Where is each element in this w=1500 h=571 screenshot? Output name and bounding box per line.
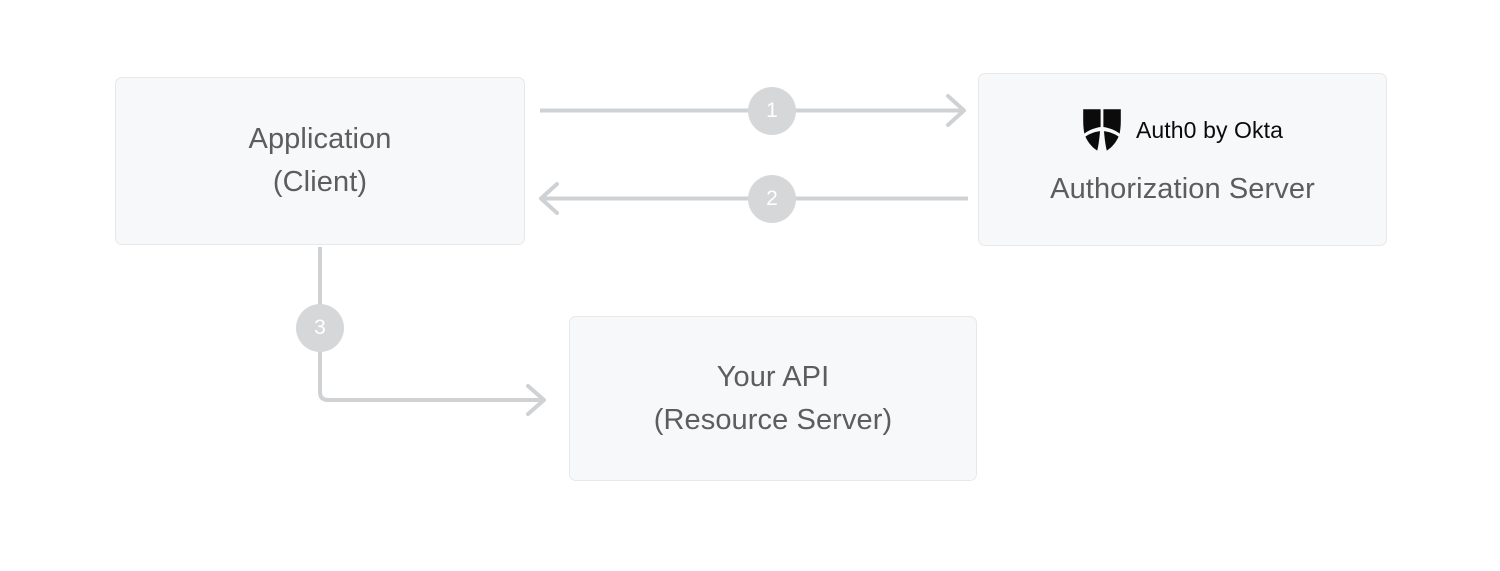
node-your-api-line-2: (Resource Server)	[653, 403, 893, 436]
node-authorization-server[interactable]: Auth0 by Okta Authorization Server	[978, 73, 1387, 246]
arrowhead-right-icon	[946, 94, 966, 127]
node-your-api-line-1: Your API	[716, 360, 830, 393]
step-badge-3[interactable]: 3	[296, 304, 344, 352]
node-your-api[interactable]: Your API (Resource Server)	[569, 316, 977, 481]
node-application-line-1: Application	[248, 123, 392, 155]
connector-app-to-api	[318, 247, 546, 416]
arrowhead-left-icon	[539, 182, 559, 215]
arrowhead-right-icon	[526, 384, 546, 416]
auth0-shield-icon	[1083, 109, 1121, 151]
auth0-wordmark: Auth0 by Okta	[1135, 117, 1284, 143]
node-application-line-2: (Client)	[272, 166, 368, 198]
step-badge-2[interactable]: 2	[748, 175, 796, 223]
step-badge-1[interactable]: 1	[748, 87, 796, 135]
connector-line-3	[318, 247, 541, 402]
auth0-brand-lockup: Auth0 by Okta	[1082, 108, 1283, 152]
node-application[interactable]: Application (Client)	[115, 77, 525, 245]
node-authorization-server-label: Authorization Server	[1050, 173, 1315, 205]
